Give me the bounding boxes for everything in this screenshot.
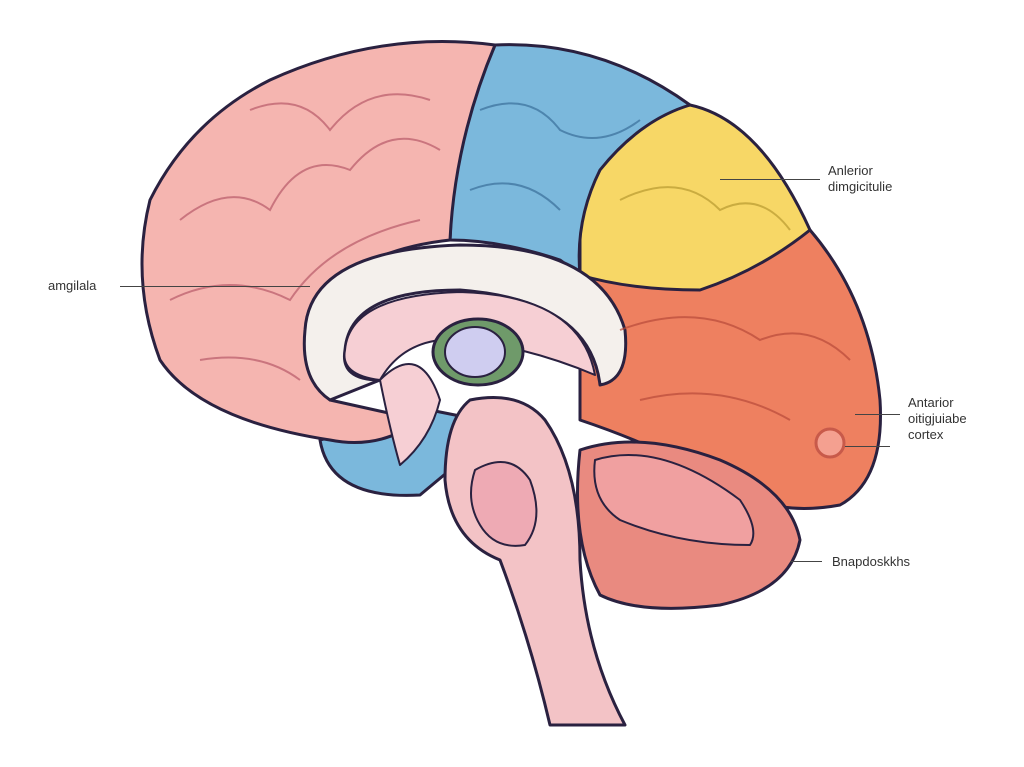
label-mid-right: Antarior oitigjuiabe cortex	[908, 395, 967, 443]
label-left: amgilala	[48, 278, 97, 293]
label-top-right: Anlerior dimgicitulie	[828, 163, 892, 195]
thalamus-center	[444, 326, 506, 378]
label-line: cortex	[908, 427, 944, 442]
label-line: Anlerior	[828, 163, 873, 178]
label-line: dimgicitulie	[828, 179, 893, 194]
corpus-callosum	[302, 243, 628, 402]
frontal-lobe-pink	[140, 40, 497, 444]
label-line: Antarior	[908, 395, 954, 410]
label-leader-line	[845, 446, 890, 447]
label-leader-line	[790, 561, 822, 562]
label-leader-line	[720, 179, 820, 180]
label-leader-line	[120, 286, 310, 287]
label-leader-line	[855, 414, 900, 415]
label-bottom-right: Bnapdoskkhs	[832, 554, 911, 569]
label-line: oitigjuiabe	[908, 411, 967, 426]
gyri-lines	[169, 93, 851, 421]
cortex-marker	[814, 427, 846, 459]
